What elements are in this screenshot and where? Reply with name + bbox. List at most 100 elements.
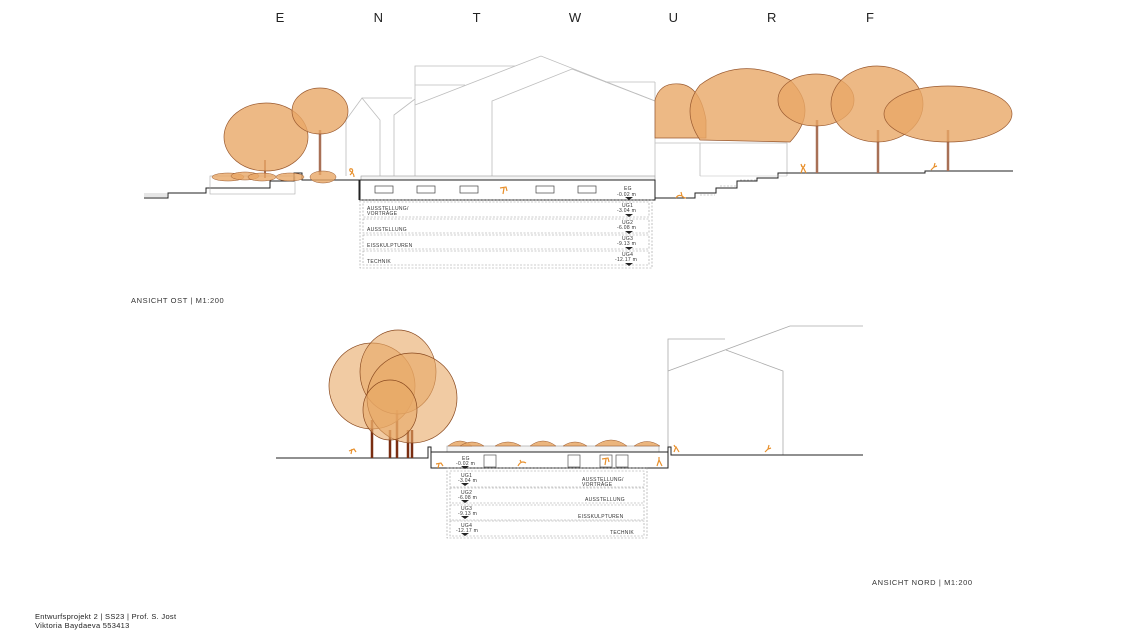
- title-letter: U: [668, 10, 678, 25]
- person-icon: [800, 163, 807, 174]
- shrub: [309, 170, 337, 184]
- room-label: EISSKULPTUREN: [578, 514, 624, 520]
- building-outline: [700, 142, 788, 176]
- roof-shrubs: [447, 439, 661, 447]
- shrub: [247, 172, 277, 182]
- building-outline: [414, 65, 515, 176]
- person-icon: [675, 191, 687, 199]
- building-outline: [393, 98, 416, 176]
- background-buildings: [667, 325, 863, 455]
- level-elevation: -6.08 m: [458, 495, 477, 501]
- person-icon: [930, 162, 938, 171]
- room-label: TECHNIK: [367, 259, 391, 265]
- window: [535, 185, 555, 194]
- window: [374, 185, 394, 194]
- person-icon: [499, 186, 508, 195]
- level-name: UG1: [461, 473, 472, 479]
- terrain-west: [144, 172, 360, 200]
- elevation-north: EG -0.02 m UG1 -3.04 m AUSSTELLUNG/ VORT…: [276, 325, 863, 539]
- caption-north-elevation: ANSICHT NORD | M1:200: [872, 578, 973, 587]
- level-name: UG4: [622, 252, 633, 258]
- room-label: EISSKULPTUREN: [367, 243, 413, 249]
- building-outline: [414, 55, 656, 106]
- level-elevation: -9.13 m: [458, 511, 477, 517]
- title-letter: E: [275, 10, 285, 25]
- roof-slab: [446, 445, 660, 453]
- title-letter: F: [865, 10, 874, 25]
- shrub: [459, 441, 485, 447]
- trees-east: [654, 65, 1013, 173]
- person-icon: [348, 448, 357, 455]
- level-ug2: [362, 218, 650, 234]
- level-marker-icon: [625, 263, 633, 266]
- building-section-east: EG -0.02 m UG1 -3.04 m AUSSTELLUNG/ VORT…: [359, 175, 656, 269]
- person-icon: [349, 168, 355, 178]
- shrub: [494, 441, 522, 447]
- people-figures-north: [348, 444, 772, 469]
- tree-crown: [362, 379, 418, 441]
- tree-crown: [223, 102, 309, 172]
- level-elevation: -12.17 m: [456, 528, 478, 534]
- window: [459, 185, 479, 194]
- level-name: UG3: [622, 236, 633, 242]
- level-elevation: -3.04 m: [458, 478, 477, 484]
- basement-outline: [359, 199, 653, 269]
- building-outline: [345, 97, 381, 176]
- level-name: UG1: [622, 203, 633, 209]
- ground-line: [144, 172, 360, 200]
- window: [483, 454, 497, 468]
- level-name: EG: [624, 186, 632, 192]
- person-icon: [656, 457, 663, 467]
- level-elevation: -9.13 m: [617, 241, 636, 247]
- ground-line: [654, 170, 1013, 200]
- tree-crown: [883, 85, 1013, 143]
- level-name: EG: [462, 456, 470, 462]
- tree-cluster: [328, 329, 458, 458]
- caption-east-elevation: ANSICHT OST | M1:200: [131, 296, 225, 305]
- footer-project: Entwurfsprojekt 2 | SS23 | Prof. S. Jost: [35, 612, 177, 621]
- level-elevation: -6.08 m: [617, 225, 636, 231]
- title-letter: T: [472, 10, 481, 25]
- tree-crown: [291, 87, 349, 135]
- level-ug3: [449, 504, 645, 521]
- level-ug4: [362, 250, 650, 266]
- level-ug2: [449, 487, 645, 504]
- trees-west: [211, 87, 349, 184]
- level-name: UG2: [622, 220, 633, 226]
- basement-outline: [446, 467, 648, 539]
- building-outline: [725, 349, 784, 455]
- level-marker-icon: [625, 214, 633, 217]
- footer-credits: Entwurfsprojekt 2 | SS23 | Prof. S. Jost…: [35, 612, 176, 630]
- level-ug3: [362, 234, 650, 250]
- level-name: UG4: [461, 523, 472, 529]
- level-marker-icon: [461, 483, 469, 486]
- level-elevation: -3.04 m: [617, 208, 636, 214]
- room-label: AUSSTELLUNG: [367, 227, 407, 233]
- elevation-east: EG -0.02 m UG1 -3.04 m AUSSTELLUNG/ VORT…: [144, 55, 1013, 269]
- room-label: VORTRÄGE: [582, 481, 613, 488]
- building-outline: [655, 142, 701, 176]
- ground-floor: [359, 179, 656, 201]
- roof-slab: [360, 175, 656, 181]
- level-name: UG3: [461, 506, 472, 512]
- shrub: [529, 440, 557, 447]
- level-marker-icon: [625, 231, 633, 234]
- shrub: [562, 441, 588, 447]
- title-letter: W: [568, 10, 582, 25]
- room-label: TECHNIK: [610, 530, 634, 536]
- window: [567, 454, 581, 468]
- room-label: AUSSTELLUNG: [585, 497, 625, 503]
- window: [615, 454, 629, 468]
- building-outline: [667, 338, 725, 450]
- level-ug4: [449, 520, 645, 537]
- level-marker-icon: [625, 197, 633, 200]
- person-icon: [517, 459, 527, 467]
- level-marker-icon: [625, 247, 633, 250]
- level-elevation: -0.02 m: [456, 461, 475, 467]
- level-marker-icon: [461, 500, 469, 503]
- room-label: AUSSTELLUNG/: [367, 206, 409, 212]
- room-label: VORTRÄGE: [367, 210, 398, 217]
- ground-line: [667, 446, 863, 468]
- building-outline: [667, 325, 863, 372]
